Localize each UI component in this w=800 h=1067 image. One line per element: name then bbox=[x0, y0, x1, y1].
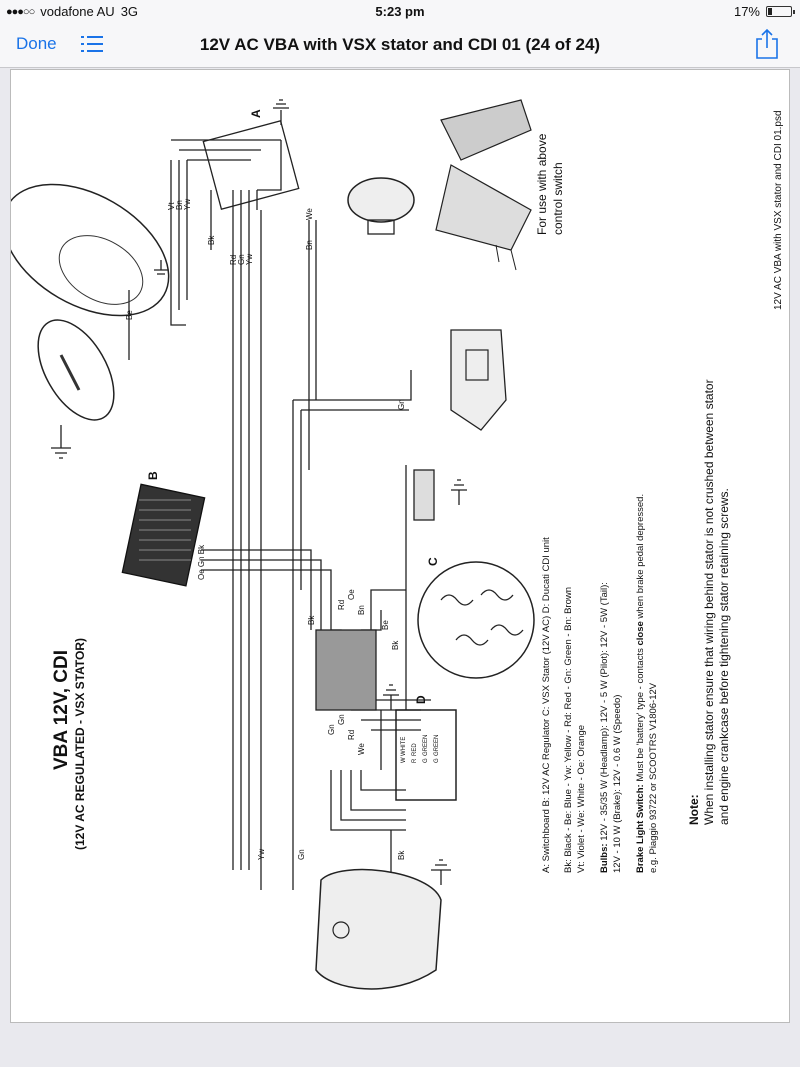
wire-label-bn-3: Bn bbox=[357, 605, 366, 615]
legend-bulbs-text: 12V - 35/35 W (Headlamp): 12V - 5 W (Pil… bbox=[599, 582, 610, 844]
wire-label-gn-5: Gn bbox=[297, 849, 306, 860]
battery-icon bbox=[766, 6, 795, 17]
wire-label-bk-3: Bk bbox=[391, 640, 400, 650]
connector-block bbox=[315, 629, 377, 711]
status-time: 5:23 pm bbox=[375, 4, 425, 19]
wire-label-be-2: Be bbox=[381, 620, 390, 630]
horn-icon bbox=[347, 177, 415, 235]
wire-label-rd-3: Rd bbox=[347, 729, 356, 740]
switchboard-a bbox=[202, 99, 300, 210]
wire-label-we-2: We bbox=[357, 743, 366, 755]
wire-label-oe: Oe bbox=[347, 589, 356, 600]
tail-light-icon bbox=[315, 859, 451, 990]
diagram-subtitle: (12V AC REGULATED - VSX STATOR) bbox=[73, 637, 87, 850]
wire-label-bk: Bk bbox=[207, 235, 216, 245]
battery-percent: 17% bbox=[733, 4, 760, 19]
cdi-terminal-letter-3: G bbox=[423, 758, 429, 763]
switch-note-line-2: control switch bbox=[551, 162, 565, 235]
cdi-terminal-letter-1: W bbox=[401, 757, 407, 763]
document-title: 12V AC VBA with VSX stator and CDI 01 (2… bbox=[199, 35, 601, 54]
label-c: C bbox=[426, 557, 440, 566]
speedometer-icon bbox=[37, 319, 115, 459]
wire-label-gn-4: Gn bbox=[337, 714, 346, 725]
legend-bulbs-1: Bulbs: 12V - 35/35 W (Headlamp): 12V - 5… bbox=[599, 582, 610, 873]
cdi-terminal-letter-4: G bbox=[434, 758, 440, 763]
wire-label-bn-2: Bn bbox=[305, 240, 314, 250]
legend-colours-1: Bk: Black - Be: Blue - Yw: Yellow - Rd: … bbox=[563, 587, 574, 873]
note-line-2: and engine crankcase before tightening s… bbox=[717, 488, 731, 825]
label-a: A bbox=[249, 109, 263, 118]
legend-brake-text-a: Must be 'battery' type - contacts bbox=[635, 645, 646, 785]
wire-label-be: Be bbox=[125, 310, 134, 320]
battery-fill bbox=[768, 8, 772, 15]
spark-plug-icon bbox=[413, 469, 467, 521]
legend-bulbs-label: Bulbs: bbox=[599, 843, 610, 873]
wiring-diagram bbox=[11, 99, 535, 990]
regulator-b bbox=[121, 483, 206, 587]
legend-bulbs-2: 12V - 10 W (Brake): 12V - 0.6 W (Speedo) bbox=[612, 694, 623, 873]
headlamp-icon bbox=[11, 183, 170, 317]
wire-label-we: We bbox=[305, 208, 314, 220]
note-heading: Note: bbox=[687, 794, 701, 825]
legend-brake-text-c: when brake pedal depressed. bbox=[635, 493, 646, 622]
legend-brake-close: close bbox=[635, 621, 646, 646]
status-right: 17% bbox=[733, 4, 795, 19]
brake-switch-icon bbox=[450, 329, 507, 431]
wire-label-bk-4: Bk bbox=[397, 850, 406, 860]
legend-brake-label: Brake Light Switch: bbox=[635, 784, 646, 873]
network-type: 3G bbox=[120, 4, 139, 19]
wire-label-yw: Yw bbox=[183, 198, 192, 210]
status-left: ●●●○○ vodafone AU 3G bbox=[6, 4, 138, 19]
wire-label-yw-3: Yw bbox=[257, 848, 266, 860]
stator-c bbox=[417, 561, 535, 679]
cdi-unit-d bbox=[383, 684, 457, 801]
label-b: B bbox=[146, 471, 160, 480]
wire-label-bk-2: Bk bbox=[307, 615, 316, 625]
label-d: D bbox=[414, 695, 428, 704]
carrier-name: vodafone AU bbox=[40, 4, 115, 19]
control-switch-icon bbox=[435, 99, 532, 271]
done-button[interactable]: Done bbox=[16, 34, 57, 53]
cdi-terminal-letter-2: R bbox=[412, 758, 418, 763]
note-line-1: When installing stator ensure that wirin… bbox=[702, 379, 716, 825]
signal-strength-icon: ●●●○○ bbox=[6, 5, 35, 18]
switch-note-line-1: For use with above bbox=[535, 133, 549, 235]
file-name-label: 12V AC VBA with VSX stator and CDI 01.ps… bbox=[773, 110, 784, 310]
cdi-terminal-green-2: GREEN bbox=[434, 734, 440, 756]
wire-label-gn-2: Gn bbox=[397, 399, 406, 410]
wire-label-yw-2: Yw bbox=[245, 253, 254, 265]
nav-bar: Done 12V AC VBA with VSX stator and CDI … bbox=[0, 22, 800, 68]
document-page[interactable]: 12V AC VBA with VSX stator and CDI 01.ps… bbox=[10, 69, 790, 1023]
cdi-terminal-white: WHITE bbox=[401, 736, 407, 756]
cdi-terminal-green-1: GREEN bbox=[423, 734, 429, 756]
legend-brake-1: Brake Light Switch: Must be 'battery' ty… bbox=[635, 494, 646, 873]
share-icon[interactable] bbox=[754, 28, 780, 60]
wire-label-gn-3: Gn bbox=[327, 724, 336, 735]
status-bar: ●●●○○ vodafone AU 3G 5:23 pm 17% bbox=[0, 0, 800, 22]
wire-label-oe-gn-bk: Oe Gn Bk bbox=[197, 544, 206, 580]
cdi-terminal-red: RED bbox=[412, 743, 418, 756]
legend-components: A: Switchboard B: 12V AC Regulator C: VS… bbox=[541, 537, 552, 873]
list-view-icon[interactable] bbox=[80, 32, 104, 56]
wire-label-rd-2: Rd bbox=[337, 599, 346, 610]
legend-brake-2: e.g. Piaggio 93722 or SCOOTRS V1806-12V bbox=[648, 682, 659, 873]
diagram-title: VBA 12V, CDI bbox=[51, 649, 72, 770]
legend-colours-2: Vt: Violet - We: White - Oe: Orange bbox=[576, 724, 587, 873]
